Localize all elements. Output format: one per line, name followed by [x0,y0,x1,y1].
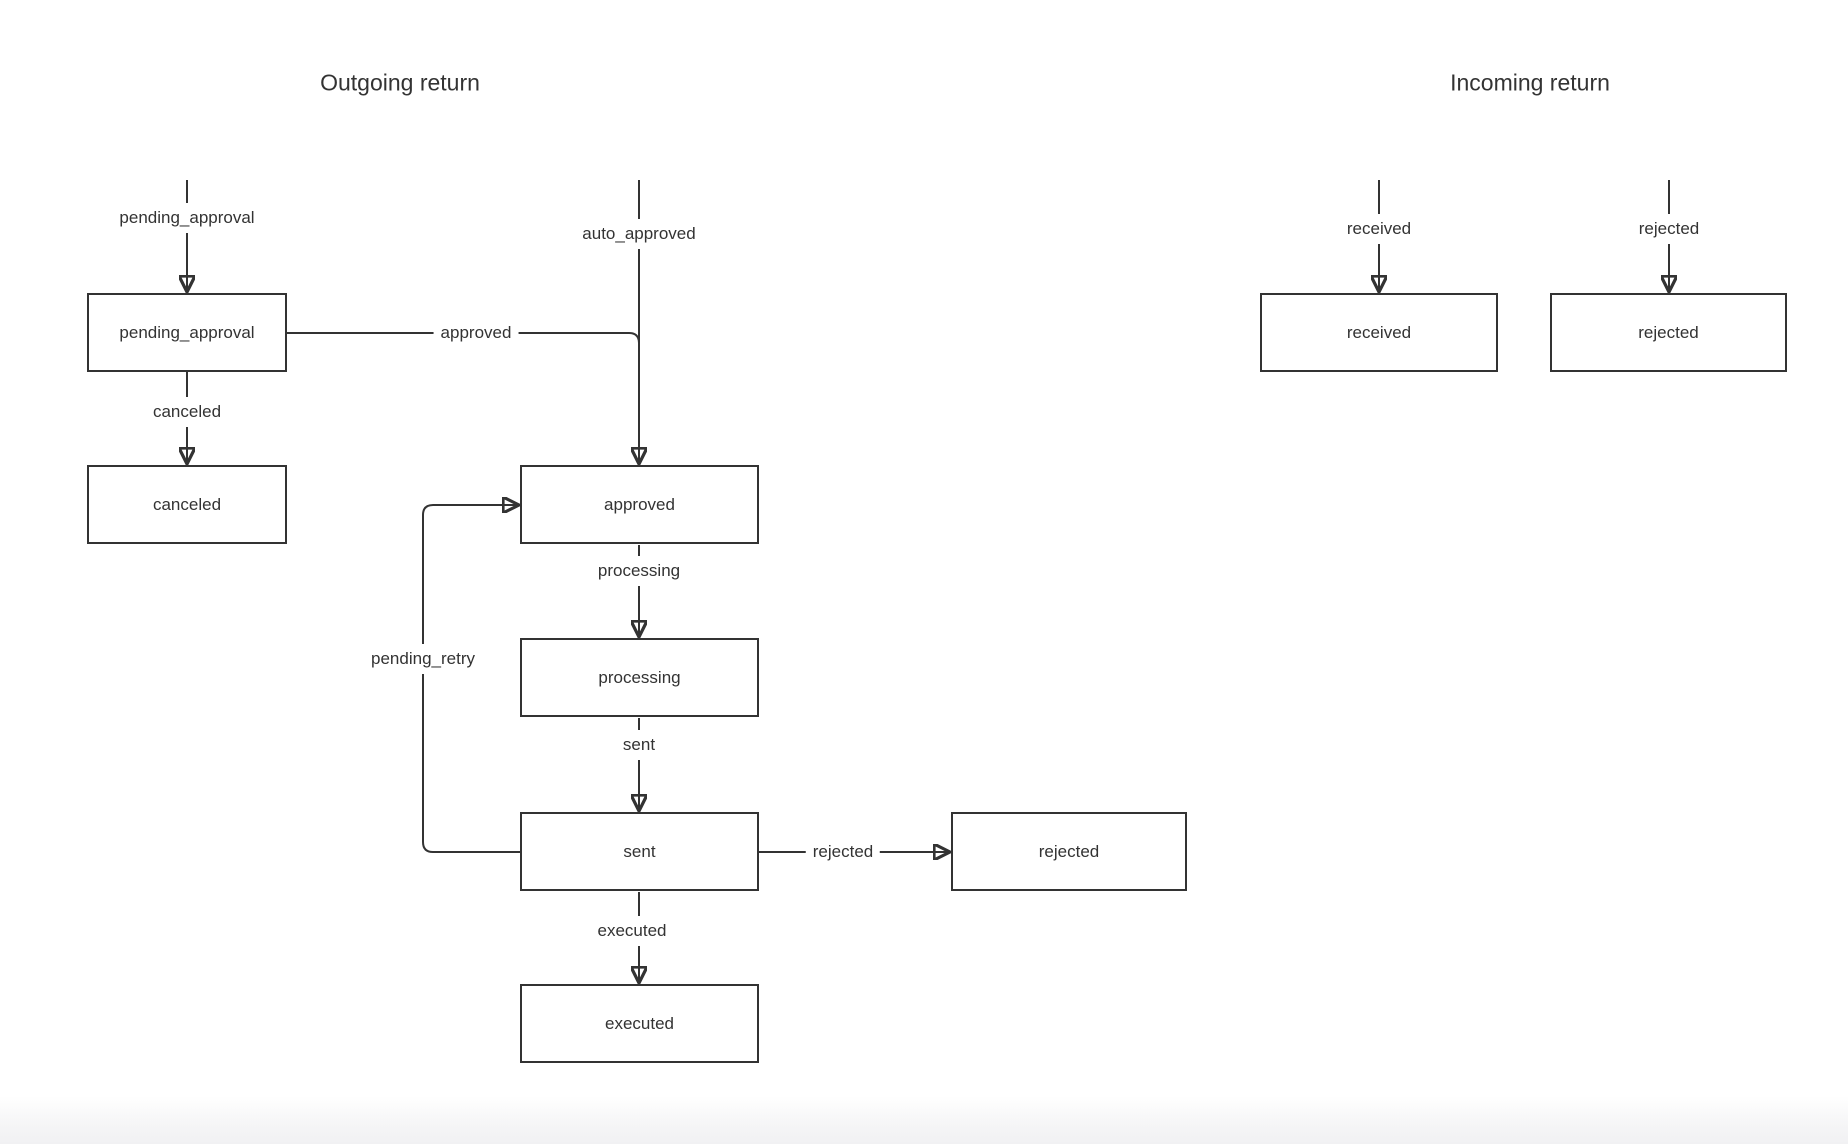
footer-shade-band [0,1096,1848,1144]
state-pending-approval: pending_approval [87,293,287,372]
section-title-outgoing: Outgoing return [320,69,480,96]
edge-label-received: received [1339,214,1419,244]
edge-label-start-pending-approval: pending_approval [112,203,262,233]
state-received: received [1260,293,1498,372]
state-approved: approved [520,465,759,544]
state-rejected-incoming: rejected [1550,293,1787,372]
edge-label-executed: executed [590,916,674,946]
edge-label-rejected-incoming: rejected [1631,214,1707,244]
state-sent: sent [520,812,759,891]
state-executed: executed [520,984,759,1063]
state-rejected-outgoing: rejected [951,812,1187,891]
edge-label-sent: sent [615,730,663,760]
edge-label-auto-approved: auto_approved [575,219,703,249]
state-processing: processing [520,638,759,717]
edge-label-approved: approved [433,318,519,348]
edge-label-rejected-outgoing: rejected [805,837,881,867]
edge-pending-approval-to-approved [287,332,640,420]
edge-label-processing: processing [590,556,688,586]
edge-label-canceled: canceled [145,397,229,427]
edge-label-pending-retry: pending_retry [364,644,482,674]
state-canceled: canceled [87,465,287,544]
section-title-incoming: Incoming return [1450,69,1610,96]
edge-sent-pending-retry-to-approved [422,505,520,853]
